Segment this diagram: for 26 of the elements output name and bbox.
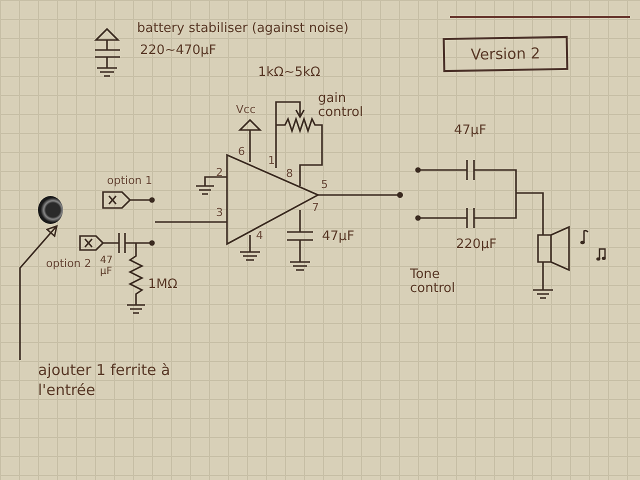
- value-label: 47µF: [454, 124, 486, 138]
- annotation-label: gain control: [318, 92, 364, 121]
- value-label: 47 µF: [100, 255, 114, 277]
- input-label: option 1: [107, 175, 152, 188]
- pin-number: 8: [286, 168, 293, 180]
- annotation-label: Tone control: [410, 268, 456, 297]
- value-label: 220µF: [456, 238, 497, 252]
- pin-number: 6: [238, 146, 245, 158]
- pin-number: 7: [312, 202, 319, 214]
- value-label: 1kΩ~5kΩ: [258, 66, 320, 80]
- version-box: [442, 36, 568, 72]
- annotation-note: ajouter 1 ferrite à l'entrée: [37, 360, 172, 400]
- pin-number: 4: [256, 230, 263, 242]
- note: battery stabiliser (against noise): [137, 22, 349, 36]
- pin-number: 3: [216, 207, 223, 220]
- value-label: 220~470µF: [140, 44, 216, 58]
- input-label: option 2: [46, 258, 92, 270]
- value-label: 47µF: [322, 230, 354, 244]
- leader-arrow: [19, 225, 58, 360]
- pin-number: 5: [321, 179, 328, 192]
- value-label: 1MΩ: [148, 278, 178, 292]
- version-label: Version 2: [470, 43, 542, 66]
- pin-label: Vcc: [236, 104, 256, 116]
- ferrite-bead: [38, 196, 63, 224]
- pin-number: 2: [216, 167, 223, 180]
- pin-number: 1: [268, 155, 275, 168]
